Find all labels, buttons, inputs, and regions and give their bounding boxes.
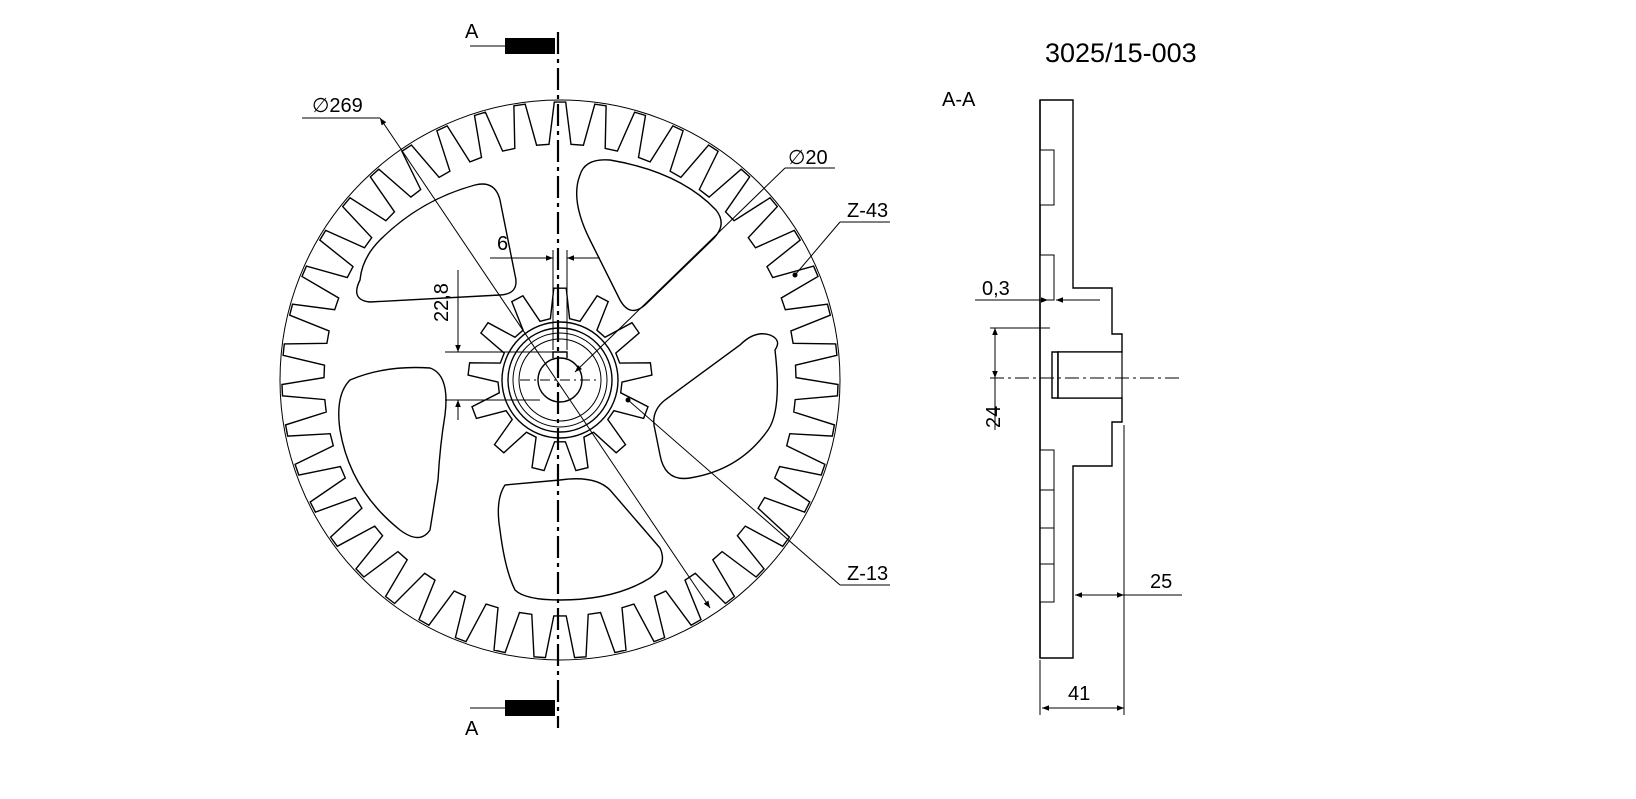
z13-leader: Z-13 (625, 397, 890, 586)
diameter-269-dimension: ∅269 (302, 95, 711, 609)
section-teeth-steps (1039, 149, 1055, 603)
cut-label-bottom: A (465, 718, 479, 740)
section-bore (1057, 351, 1123, 399)
keyway (552, 351, 568, 358)
diameter-269-label: ∅269 (312, 95, 363, 117)
z13-label: Z-13 (847, 563, 888, 585)
bore-label: ∅20 (788, 147, 828, 169)
drawing-number: 3025/15-003 (1045, 38, 1197, 68)
bore-dimension: ∅20 (574, 147, 835, 373)
section-view: 3025/15-003 A-A 0,3 24 (942, 38, 1197, 715)
cut-marker-bottom: A (465, 700, 555, 740)
large-gear-outline (281, 101, 839, 659)
key-height-dimension: 22,8 (431, 270, 553, 420)
total-width-label: 41 (1068, 683, 1090, 705)
hub-height-label: 24 (983, 406, 1005, 428)
key-height-label: 22,8 (431, 283, 453, 322)
z43-label: Z-43 (847, 200, 888, 222)
cut-label-top: A (465, 21, 479, 43)
offset-label: 25 (1150, 571, 1172, 593)
offset-dimension: 25 (1075, 425, 1182, 715)
gap-label: 0,3 (982, 278, 1010, 300)
cut-marker-top: A (465, 21, 555, 54)
key-width-label: 6 (497, 233, 508, 255)
section-title: A-A (942, 89, 976, 111)
small-gear-outline (467, 287, 653, 472)
total-width-dimension: 41 (1039, 660, 1124, 715)
front-view: A A ∅269 ∅20 Z-43 (279, 21, 890, 740)
large-gear-tip-circle (279, 99, 841, 661)
gap-dimension: 0,3 (975, 278, 1100, 303)
z43-leader: Z-43 (792, 200, 890, 278)
hub-height-dimension: 24 (983, 327, 1050, 430)
key-width-dimension: 6 (490, 233, 600, 350)
